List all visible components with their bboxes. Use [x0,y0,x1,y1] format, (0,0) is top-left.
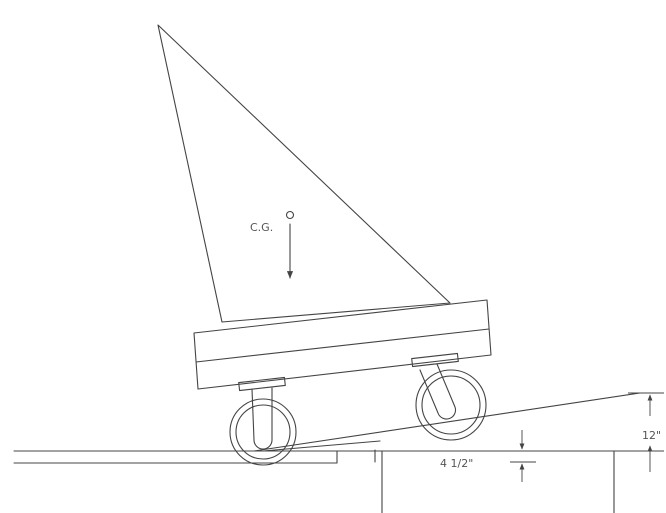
platform-divider [195,328,490,363]
left-caster-fork [251,387,273,450]
dimension-step-height: 4 1/2" [440,430,536,482]
ramp-slope [253,392,641,452]
step-outline [381,450,615,513]
left-wheel-inner [235,404,291,460]
triangular-load [157,24,451,323]
platform-outline [193,299,492,390]
right-wheel-inner [421,375,481,435]
cg-label: C.G. [250,221,273,234]
left-wheel-outer [229,398,297,466]
right-wheel-outer [415,369,487,441]
floor-slab [13,450,338,464]
dimension-ramp-rise: 12" [628,392,664,472]
cg-point [285,210,295,220]
right-caster-mount [411,352,459,368]
right-caster-fork [419,363,457,420]
ramp [253,392,641,463]
dim-12-label: 12" [642,429,661,442]
left-caster-mount [238,376,286,392]
ramp-underside [262,440,381,452]
dim-step-label: 4 1/2" [440,457,473,470]
left-caster [229,376,297,466]
cart-platform [193,299,492,390]
center-of-gravity: C.G. [250,210,295,279]
step-block [381,450,615,513]
right-caster [411,352,487,441]
